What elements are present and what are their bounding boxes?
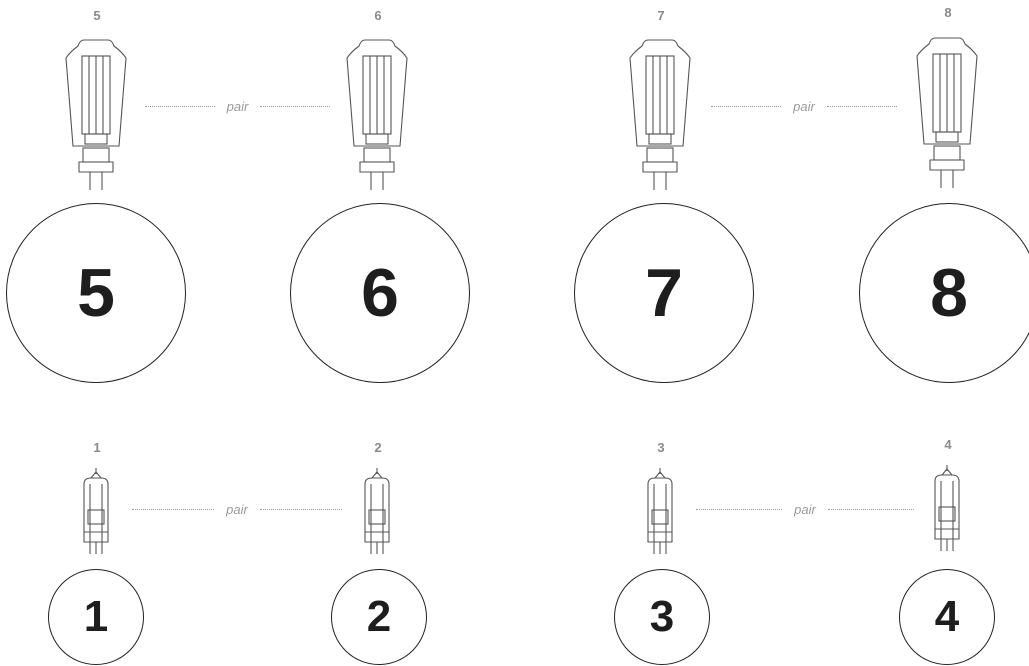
power-socket-5[interactable]: 5 (6, 203, 186, 383)
socket-number: 8 (930, 254, 968, 332)
socket-number: 2 (367, 592, 391, 642)
power-tube-label-6: 6 (358, 8, 398, 23)
power-tube-5-icon (64, 38, 128, 193)
pair-dotted-line (711, 106, 781, 107)
power-socket-6[interactable]: 6 (290, 203, 470, 383)
preamp-socket-4[interactable]: 4 (899, 569, 995, 665)
power-socket-8[interactable]: 8 (859, 203, 1029, 383)
pair-dotted-line (260, 509, 342, 510)
socket-number: 7 (645, 254, 683, 332)
socket-number: 5 (77, 254, 115, 332)
pair-connector-1-2: pair (118, 503, 356, 516)
preamp-tube-label-3: 3 (641, 440, 681, 455)
power-tube-label-5: 5 (77, 8, 117, 23)
pair-connector-3-4: pair (682, 503, 928, 516)
pair-dotted-line (132, 509, 214, 510)
preamp-tube-1-icon (80, 466, 112, 556)
pair-label: pair (794, 503, 816, 516)
power-tube-label-7: 7 (641, 8, 681, 23)
socket-number: 6 (361, 254, 399, 332)
power-socket-7[interactable]: 7 (574, 203, 754, 383)
power-tube-label-8: 8 (928, 5, 968, 20)
socket-number: 1 (84, 592, 108, 642)
socket-number: 3 (650, 592, 674, 642)
pair-dotted-line (828, 509, 914, 510)
socket-number: 4 (935, 592, 959, 642)
pair-dotted-line (827, 106, 897, 107)
pair-dotted-line (696, 509, 782, 510)
power-tube-6-icon (345, 38, 409, 193)
preamp-tube-4-icon (931, 463, 963, 553)
preamp-tube-label-2: 2 (358, 440, 398, 455)
preamp-tube-label-1: 1 (77, 440, 117, 455)
pair-connector-5-6: pair (130, 100, 345, 113)
preamp-socket-1[interactable]: 1 (48, 569, 144, 665)
preamp-socket-2[interactable]: 2 (331, 569, 427, 665)
preamp-tube-label-4: 4 (928, 437, 968, 452)
pair-label: pair (226, 503, 248, 516)
pair-connector-7-8: pair (694, 100, 914, 113)
preamp-tube-2-icon (361, 466, 393, 556)
pair-label: pair (227, 100, 249, 113)
power-tube-8-icon (915, 36, 979, 191)
preamp-socket-3[interactable]: 3 (614, 569, 710, 665)
power-tube-7-icon (628, 38, 692, 193)
preamp-tube-3-icon (644, 466, 676, 556)
pair-dotted-line (260, 106, 330, 107)
pair-dotted-line (145, 106, 215, 107)
pair-label: pair (793, 100, 815, 113)
